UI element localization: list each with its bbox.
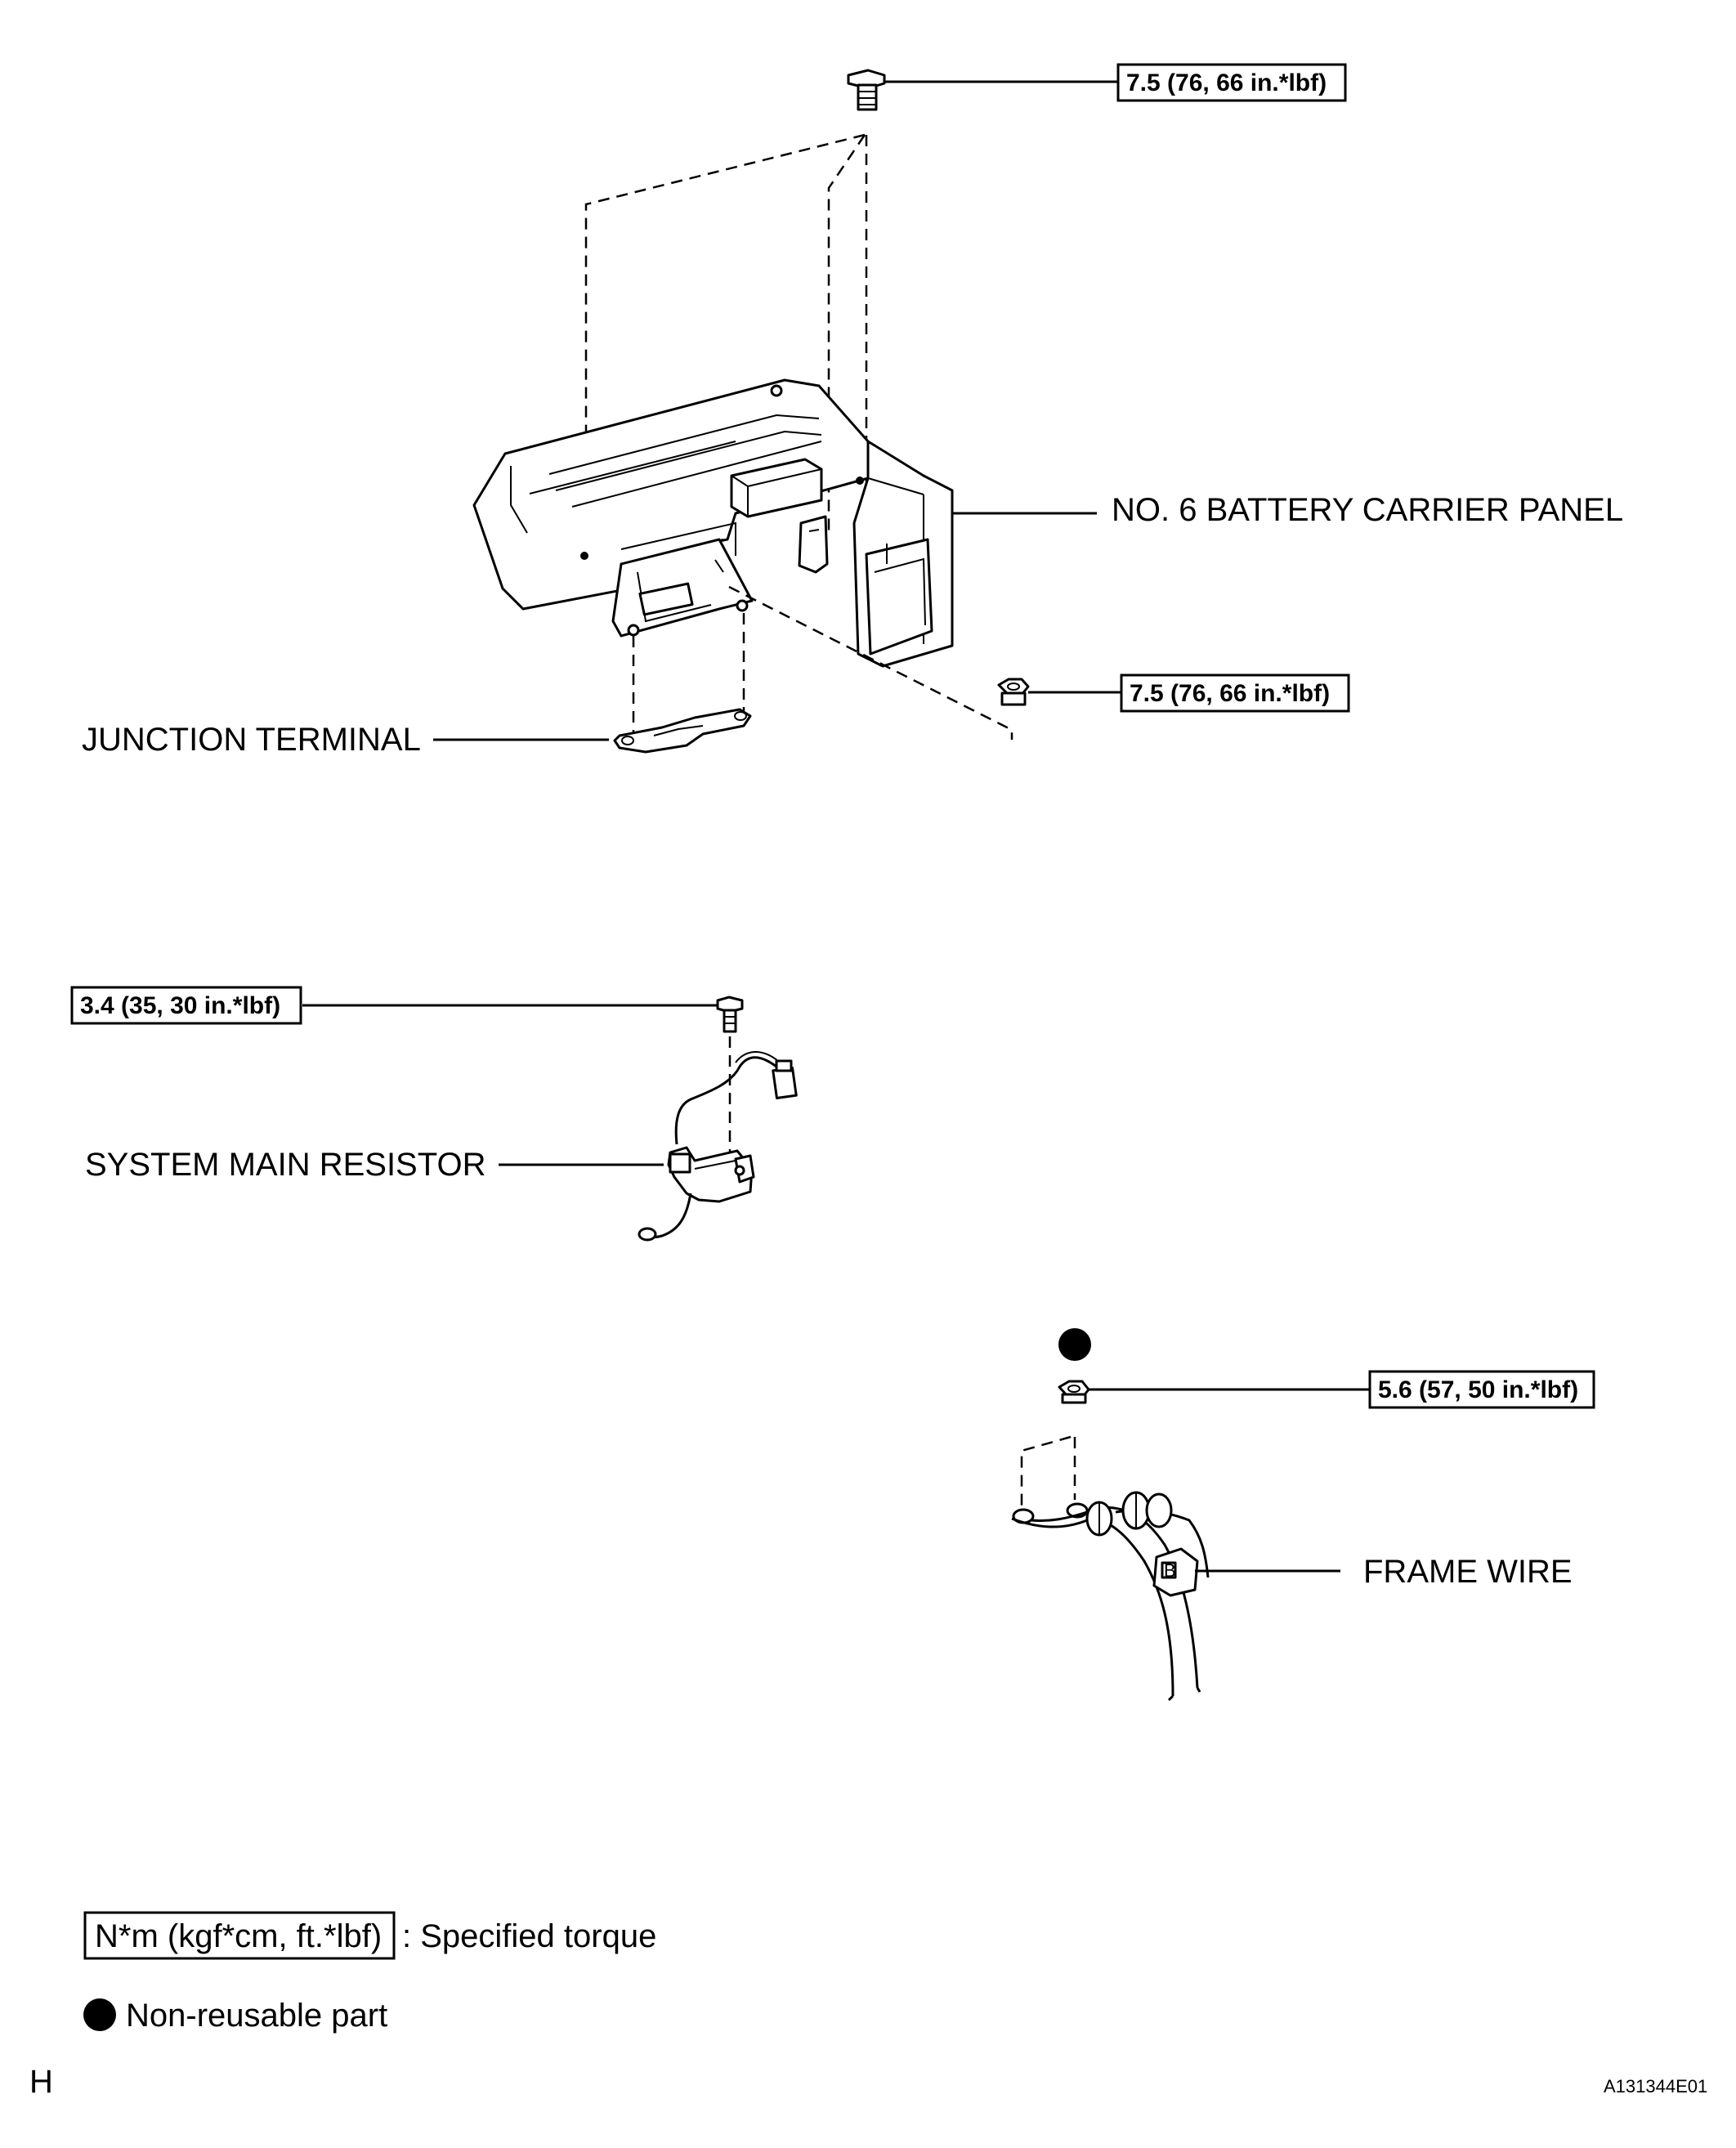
label-junction-terminal: JUNCTION TERMINAL	[82, 722, 421, 758]
legend-nonreusable-icon	[83, 1998, 116, 2031]
torque-box-top-bolt: 7.5 (76, 66 in.*lbf)	[1116, 63, 1347, 102]
panel-nut-icon	[997, 678, 1030, 706]
frame-wire-icon: B	[1011, 1491, 1210, 1702]
frame-wire-bracket-mark: B	[1164, 1560, 1176, 1581]
torque-resistor-bolt: 3.4 (35, 30 in.*lbf)	[80, 992, 280, 1019]
label-battery-carrier-panel: NO. 6 BATTERY CARRIER PANEL	[1112, 492, 1623, 528]
panel-nut-guide	[728, 585, 1013, 740]
torque-frame-nut: 5.6 (57, 50 in.*lbf)	[1378, 1376, 1578, 1403]
junction-guides	[632, 613, 745, 736]
label-frame-wire: FRAME WIRE	[1363, 1554, 1573, 1590]
torque-box-resistor-bolt: 3.4 (35, 30 in.*lbf)	[70, 986, 302, 1025]
junction-terminal-icon	[613, 708, 752, 754]
torque-top-bolt: 7.5 (76, 66 in.*lbf)	[1126, 69, 1327, 96]
legend-torque-desc: : Specified torque	[402, 1918, 656, 1954]
system-main-resistor-icon	[638, 1050, 798, 1242]
torque-box-frame-nut: 5.6 (57, 50 in.*lbf)	[1368, 1370, 1595, 1409]
label-system-main-resistor: SYSTEM MAIN RESISTOR	[85, 1147, 485, 1183]
resistor-bolt-icon	[716, 996, 744, 1033]
frame-nut-icon	[1058, 1380, 1090, 1404]
torque-box-panel-nut: 7.5 (76, 66 in.*lbf)	[1120, 673, 1350, 713]
legend-torque-unit: N*m (kgf*cm, ft.*lbf)	[95, 1918, 382, 1954]
top-bolt-icon	[847, 69, 886, 111]
frame-wire-guides	[1020, 1435, 1076, 1508]
battery-carrier-panel-icon	[472, 378, 954, 668]
torque-panel-nut: 7.5 (76, 66 in.*lbf)	[1130, 680, 1330, 707]
figure-id: A131344E01	[1604, 2076, 1707, 2097]
footer-left-code: H	[29, 2064, 53, 2100]
legend: N*m (kgf*cm, ft.*lbf) : Specified torque…	[83, 1911, 656, 2034]
legend-torque-box	[83, 1911, 396, 1960]
top-bolt-guides	[584, 133, 868, 560]
legend-nonreusable-desc: Non-reusable part	[126, 1998, 387, 2034]
nonreusable-mark-icon	[1058, 1328, 1091, 1361]
